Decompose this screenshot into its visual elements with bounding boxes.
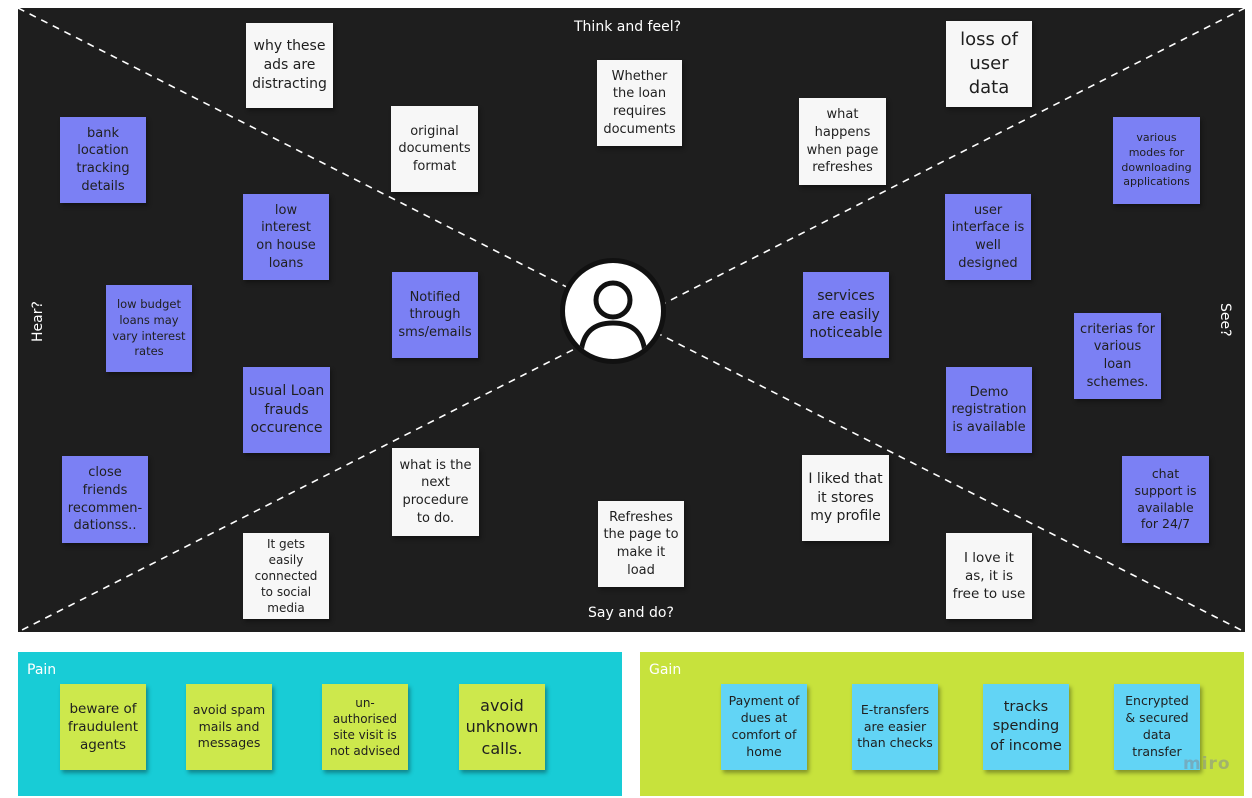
section-say-do: Say and do? [588, 605, 674, 621]
sticky-note-loss-data[interactable]: loss of user data [946, 21, 1032, 107]
sticky-note-why-ads[interactable]: why these ads are distracting [246, 23, 333, 108]
pain-note[interactable]: avoid unknown calls. [459, 684, 545, 770]
gain-note[interactable]: Payment of dues at comfort of home [721, 684, 807, 770]
section-hear: Hear? [30, 301, 46, 342]
section-think-feel: Think and feel? [574, 19, 682, 35]
section-see: See? [1217, 303, 1233, 337]
sticky-note-criterias[interactable]: criterias for various loan schemes. [1074, 313, 1161, 399]
sticky-note-low-interest[interactable]: low interest on house loans [243, 194, 329, 280]
sticky-note-what-happens[interactable]: what happens when page refreshes [799, 98, 886, 185]
sticky-note-usual-frauds[interactable]: usual Loan frauds occurence [243, 367, 330, 453]
sticky-note-liked-profile[interactable]: I liked that it stores my profile [802, 455, 889, 541]
user-avatar-icon [560, 258, 666, 364]
sticky-note-bank-location[interactable]: bank location tracking details [60, 117, 146, 203]
gain-note[interactable]: E-transfers are easier than checks [852, 684, 938, 770]
sticky-note-social-media[interactable]: It gets easily connected to social media [243, 533, 329, 619]
miro-watermark: miro [1183, 754, 1231, 774]
gain-note[interactable]: Encrypted & secured data transfer [1114, 684, 1200, 770]
pain-note[interactable]: beware of fraudulent agents [60, 684, 146, 770]
pain-note[interactable]: un- authorised site visit is not advised [322, 684, 408, 770]
gain-note[interactable]: tracks spending of income [983, 684, 1069, 770]
sticky-note-various-modes[interactable]: various modes for downloading applicatio… [1113, 117, 1200, 204]
sticky-note-user-interface[interactable]: user interface is well designed [945, 194, 1031, 280]
sticky-note-low-budget[interactable]: low budget loans may vary interest rates [106, 285, 192, 372]
diagonal-dividers [18, 8, 1245, 632]
sticky-note-love-free[interactable]: I love it as, it is free to use [946, 533, 1032, 619]
sticky-note-demo[interactable]: Demo registration is available [946, 367, 1032, 453]
sticky-note-whether-loan[interactable]: Whether the loan requires documents [597, 60, 682, 146]
sticky-note-what-next[interactable]: what is the next procedure to do. [392, 448, 479, 536]
sticky-note-chat-support[interactable]: chat support is available for 24/7 [1122, 456, 1209, 543]
sticky-note-original-docs[interactable]: original documents format [391, 106, 478, 192]
sticky-note-notified[interactable]: Notified through sms/emails [392, 272, 478, 358]
sticky-note-services[interactable]: services are easily noticeable [803, 272, 889, 358]
gain-label: Gain [649, 662, 682, 678]
pain-note[interactable]: avoid spam mails and messages [186, 684, 272, 770]
pain-label: Pain [27, 662, 57, 678]
sticky-note-close-friends[interactable]: close friends recommen- dationss.. [62, 456, 148, 543]
sticky-note-refreshes[interactable]: Refreshes the page to make it load [598, 501, 684, 587]
